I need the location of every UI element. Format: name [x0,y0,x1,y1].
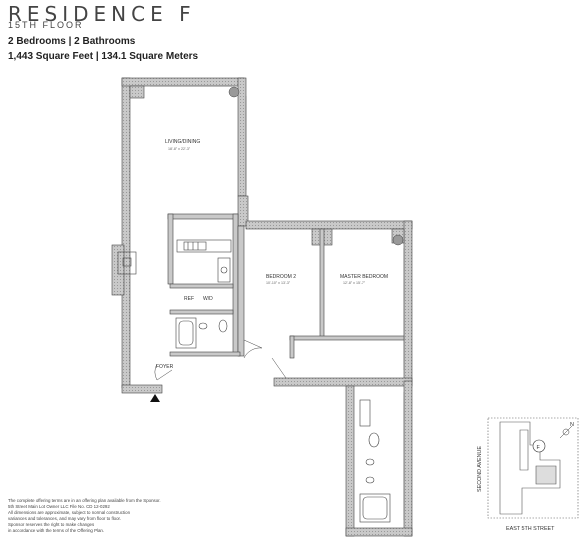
bedroom-2-dims: 10'-10" x 13'-3" [266,281,291,285]
disclaimer-line: The complete offering terms are in an of… [8,498,161,503]
bed-bath-summary: 2 Bedrooms | 2 Bathrooms [8,36,136,47]
master-bedroom-label: MASTER BEDROOM [340,274,388,280]
bathroom-1 [175,317,228,349]
floor-label: 15TH FLOOR [8,20,84,30]
bathroom-2 [359,399,391,523]
disclaimer-line: variances and tolerances, and may vary f… [8,516,121,521]
residence-title: RESIDENCE F [8,2,196,26]
washer-dryer-label: W/D [203,296,213,302]
living-dining-label: LIVING/DINING [165,139,200,145]
area-summary: 1,443 Square Feet | 134.1 Square Meters [8,51,199,62]
kitchen [176,239,232,283]
disclaimer-line: Sponsor reserves the right to make chang… [8,522,95,527]
windows [150,85,405,520]
legal-disclaimer: The complete offering terms are in an of… [8,498,240,534]
master-bedroom-dims: 12'-8" x 15'-7" [343,281,366,285]
closet-fixture [117,251,137,275]
refrigerator-label: REF [184,296,194,302]
column-icon [228,86,240,98]
disclaimer-line: in accordance with the terms of the Offe… [8,528,105,533]
exterior-walls [111,77,413,537]
interior-walls [167,213,405,359]
bedroom-2-label: BEDROOM 2 [266,274,296,280]
entry-arrow-icon [150,394,160,402]
column-icon [392,234,404,246]
disclaimer-line: All dimensions are approximate, subject … [8,510,131,515]
door-swings [154,339,287,381]
living-dining-dims: 18'-8" x 22'-3" [168,147,191,151]
foyer-label: FOYER [156,364,174,370]
disclaimer-line: 5th Street Main Lot Owner LLC File No. C… [8,504,110,509]
